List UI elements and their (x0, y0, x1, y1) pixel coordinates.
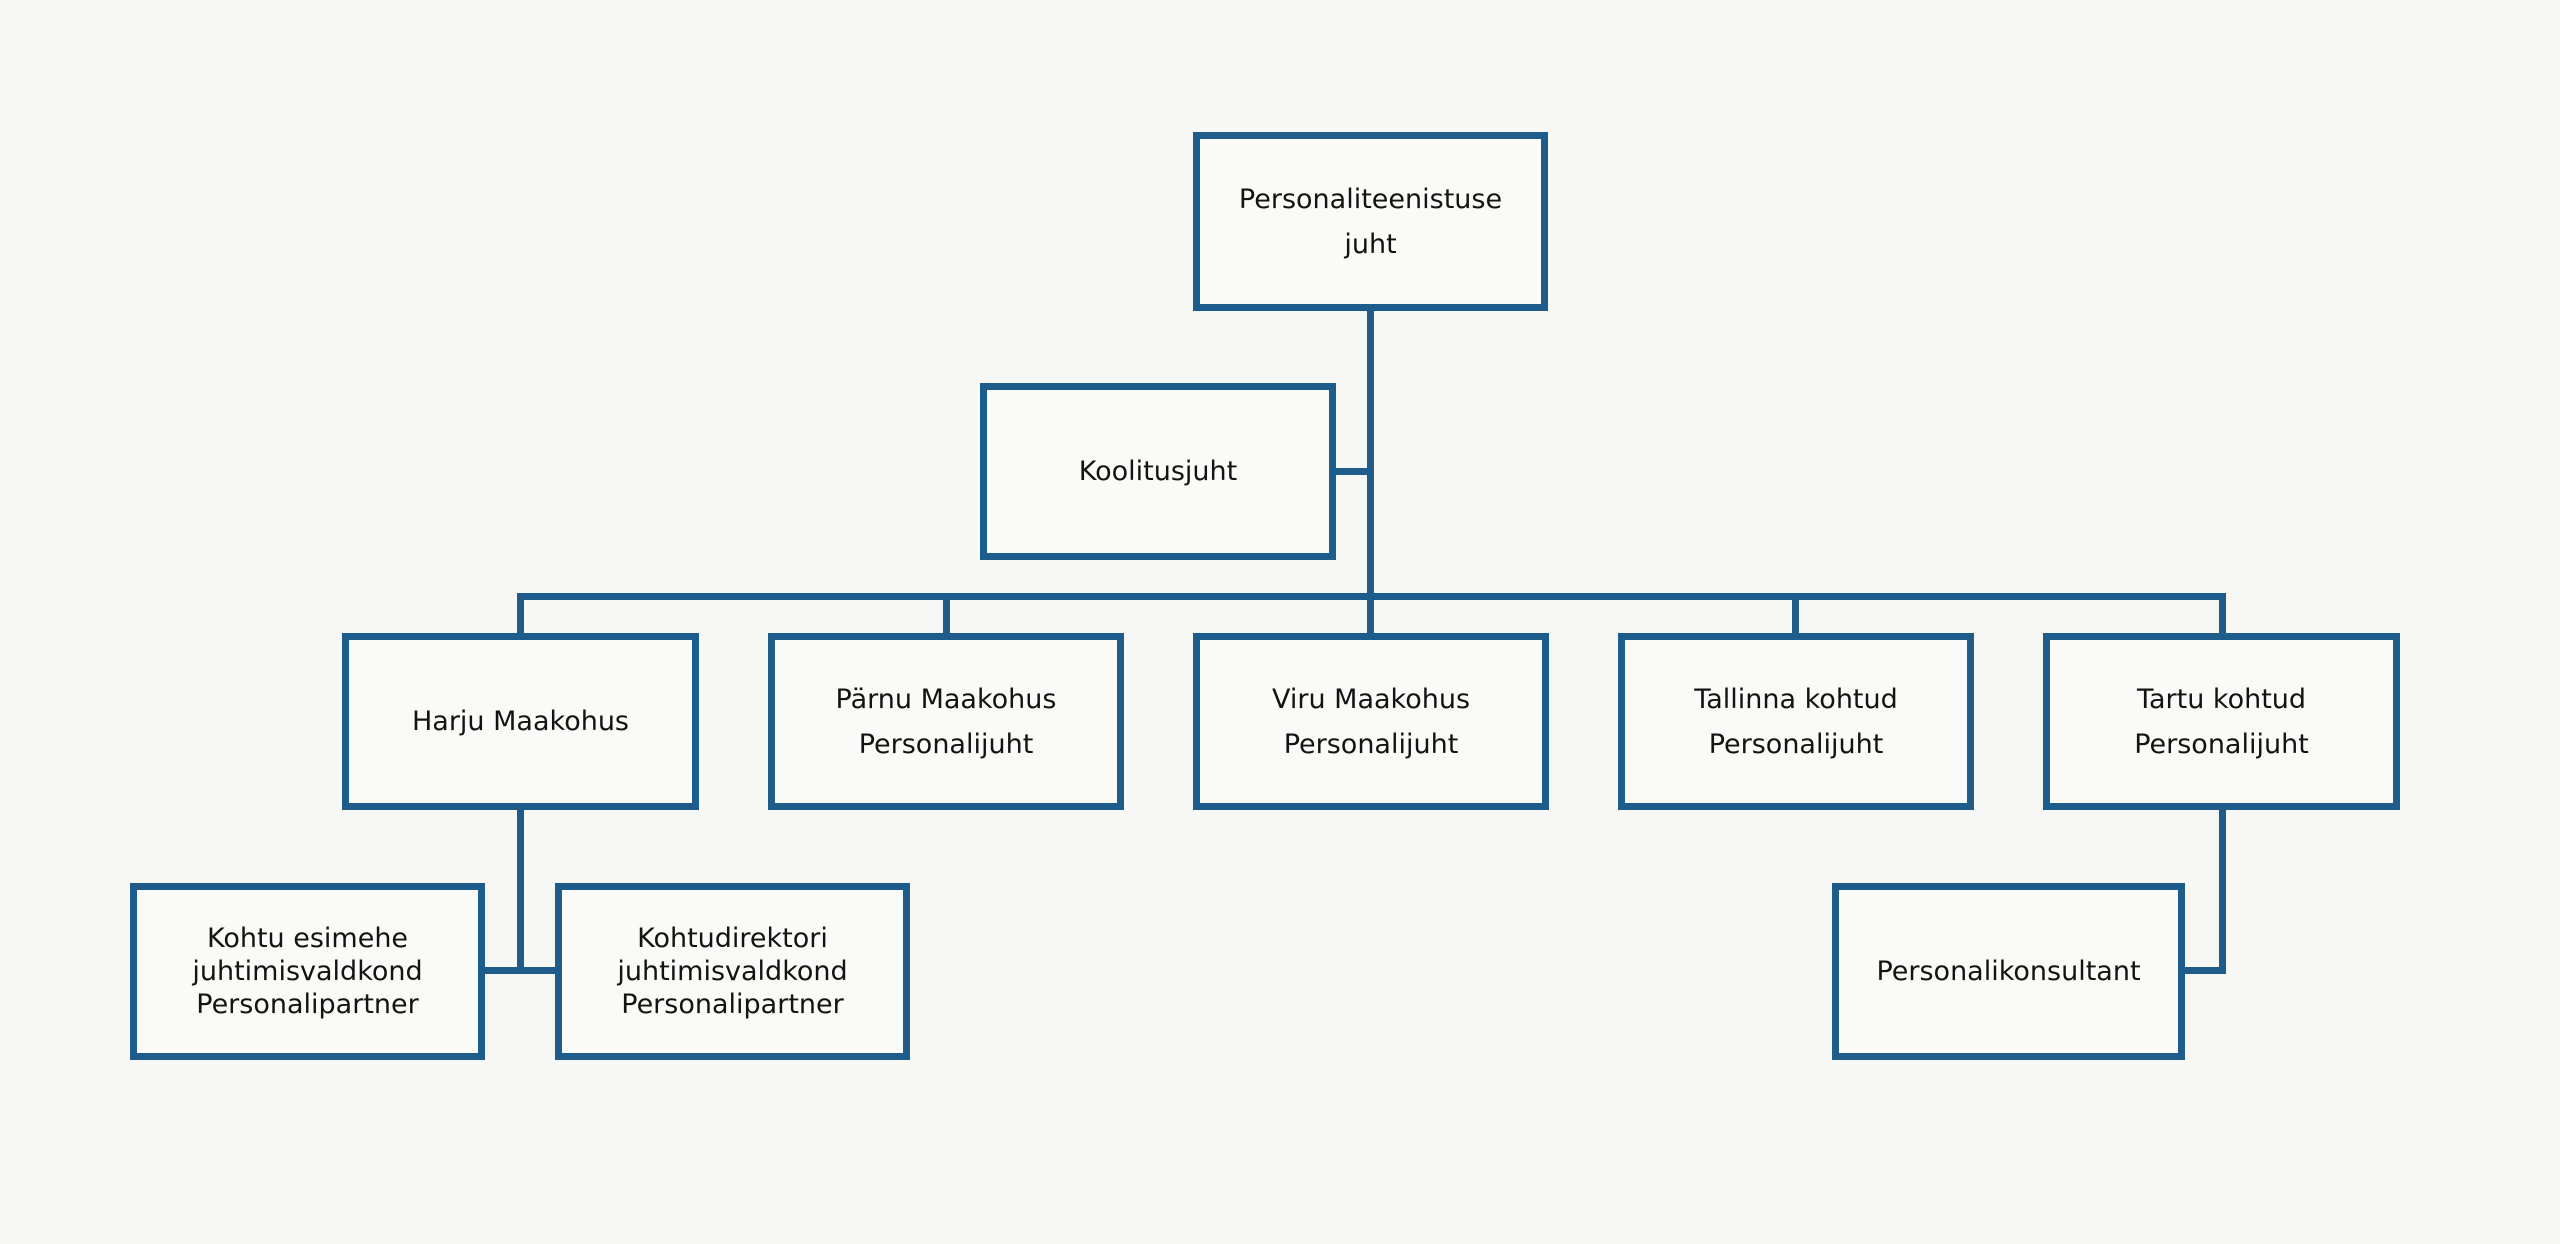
org-node-kohtu-esimehe-personalipartner: Kohtu esimehe juhtimisvaldkond Personali… (130, 883, 485, 1060)
node-label-line: Personalijuht (858, 728, 1034, 760)
node-label-line: Tallinna kohtud (1694, 683, 1898, 715)
node-label-line: juhtimisvaldkond (192, 956, 423, 987)
node-label-line: Koolitusjuht (1078, 456, 1238, 487)
org-node-tartu-kohtud: Tartu kohtud Personalijuht (2043, 633, 2400, 810)
connector-tartu-descender (2219, 808, 2226, 974)
node-label-line: Personaliteenistuse (1238, 183, 1503, 215)
node-label-line: Tartu kohtud (2136, 683, 2307, 715)
org-node-kohtudirektori-personalipartner: Kohtudirektori juhtimisvaldkond Personal… (555, 883, 910, 1060)
node-label-line: Personalijuht (1283, 728, 1459, 760)
node-label-line: Personalipartner (621, 989, 844, 1020)
org-node-tallinna-kohtud: Tallinna kohtud Personalijuht (1618, 633, 1974, 810)
connector-bus-harju (517, 598, 524, 633)
org-node-personaliteenistuse-juht: Personaliteenistuse juht (1193, 132, 1548, 311)
org-node-viru-maakohus: Viru Maakohus Personalijuht (1193, 633, 1549, 810)
node-label-line: Personalijuht (2134, 728, 2309, 760)
node-label-line: juht (1344, 228, 1397, 260)
node-label-line: Viru Maakohus (1271, 683, 1471, 715)
connector-harju-descender (517, 808, 524, 974)
connector-bus-tartu (2219, 598, 2226, 633)
org-node-harju-maakohus: Harju Maakohus (342, 633, 699, 810)
node-label-line: Personalipartner (196, 989, 419, 1020)
connector-bus-tallinna (1792, 598, 1799, 633)
org-node-parnu-maakohus: Pärnu Maakohus Personalijuht (768, 633, 1124, 810)
node-label-line: Harju Maakohus (411, 706, 629, 737)
connector-bus-parnu (943, 598, 950, 633)
org-node-personalikonsultant: Personalikonsultant (1832, 883, 2185, 1060)
connector-tartu-child (2182, 967, 2226, 974)
node-label-line: Kohtudirektori (637, 923, 828, 954)
node-label-line: Pärnu Maakohus (835, 683, 1057, 715)
connector-harju-children (485, 967, 560, 974)
org-node-koolitusjuht: Koolitusjuht (980, 383, 1336, 560)
connector-horizontal-bus (517, 593, 2226, 600)
node-label-line: juhtimisvaldkond (617, 956, 848, 987)
node-label-line: Kohtu esimehe (206, 923, 409, 954)
connector-koolitusjuht (1333, 468, 1371, 475)
node-label-line: Personalijuht (1708, 728, 1884, 760)
node-label-line: Personalikonsultant (1876, 956, 2141, 987)
